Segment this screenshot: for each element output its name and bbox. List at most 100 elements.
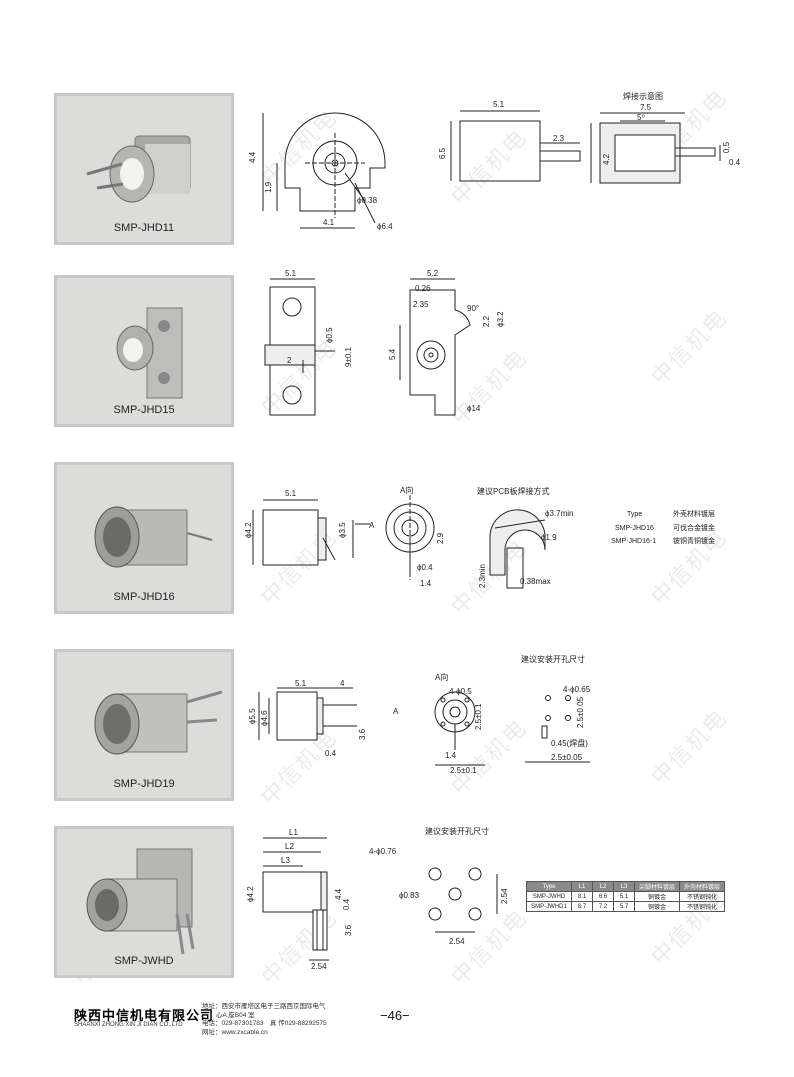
dim-label: ϕ3.7min — [545, 509, 574, 518]
table-cell: 不锈钢钝化 — [679, 901, 725, 912]
dim-label: 2.54 — [500, 888, 509, 904]
dim-label: 2.5±0.1 — [450, 766, 477, 775]
table-header: L3 — [613, 881, 635, 892]
dim-label: 2.3 — [553, 134, 565, 143]
material-table: Type 外壳材料镀层 SMP-JHD16 可伐合金镀金 SMP-JHD16-1… — [611, 509, 715, 545]
dim-label: ϕ14 — [467, 404, 481, 413]
dim-label: 5⁰ — [637, 113, 645, 122]
connector-image — [57, 652, 231, 798]
table-cell: 6.6 — [592, 891, 614, 902]
dim-label: 2.5±0.05 — [551, 753, 583, 762]
dim-label: 4-ϕ0.65 — [563, 685, 591, 694]
product-photo: SMP-JHD11 — [54, 93, 234, 245]
company-name-en: SHAANXI ZHONG XIN JI DIAN CO.,LTD — [74, 1022, 183, 1028]
product-photo: SMP-JHD16 — [54, 462, 234, 614]
dim-label: 5.2 — [427, 269, 439, 278]
drawing-jhd15: 5.1 2 ϕ0.5 9±0.1 5.2 0.26 2.35 90° 2.2 ϕ… — [264, 269, 505, 416]
product-photo: SMP-JHD15 — [54, 275, 234, 427]
watermark: 中信机电 — [646, 704, 732, 790]
dim-label: ϕ1.9 — [541, 533, 557, 542]
web-line: 网址：www.zxcable.cn — [202, 1028, 268, 1036]
dim-label: 2.54 — [449, 937, 465, 946]
table-cell: SMP-JHD16 — [615, 525, 654, 532]
table-cell: SMP-JWHD — [526, 891, 572, 902]
dim-label: ϕ6.4 — [377, 222, 393, 231]
dim-label: 2.3min — [478, 564, 487, 588]
table-cell: 可伐合金镀金 — [673, 523, 715, 532]
pcb-title: 建议PCB板焊接方式 — [477, 486, 549, 496]
dim-label: ϕ4.2 — [244, 522, 253, 538]
dim-label: 0.45(焊盘) — [551, 738, 588, 748]
dim-label: 2.5±0.1 — [474, 703, 483, 730]
table-header: L1 — [571, 881, 593, 892]
connector-image — [57, 829, 231, 975]
table-header: 外壳材料镀层 — [673, 509, 715, 518]
dim-label: 4.4 — [334, 888, 343, 900]
dim-label: 2 — [287, 356, 292, 365]
dim-label: 4 — [340, 679, 345, 688]
mount-title: 建议安装开孔尺寸 — [425, 826, 489, 836]
company-name-cn: 陕西中信机电有限公司 — [74, 1008, 215, 1023]
dim-label: ϕ4.6 — [260, 710, 269, 726]
product-label: SMP-JHD16 — [113, 591, 175, 603]
view-label: A向 — [400, 485, 413, 495]
table-row: SMP-JWHD1 8.7 7.2 5.7 铜镀金 不锈钢钝化 — [526, 901, 725, 912]
dim-label: ϕ0.4 — [417, 563, 433, 572]
dim-label: 5.1 — [493, 100, 505, 109]
dim-label: L1 — [289, 828, 298, 837]
connector-image — [57, 96, 231, 242]
dim-label: 2.5±0.05 — [576, 696, 585, 728]
product-label: SMP-JWHD — [114, 955, 174, 967]
dim-label: 0.4 — [325, 749, 337, 758]
arrow-label: A — [393, 707, 399, 716]
table-cell: 不锈钢钝化 — [679, 891, 725, 902]
contact-block: 地址：西安市雁塔区电子三路西京国际电气 心A 座B04 室 电话：029-873… — [202, 1003, 382, 1037]
product-label: SMP-JHD11 — [113, 222, 175, 234]
spec-table: Type L1 L2 L3 尖脚材料镀层 外壳材料镀层 SMP-JWHD 8.1… — [526, 881, 725, 912]
table-header-row: Type L1 L2 L3 尖脚材料镀层 外壳材料镀层 — [526, 881, 725, 892]
dim-label: 2.35 — [413, 300, 429, 309]
dim-label: 6.5 — [438, 147, 447, 159]
table-cell: SMP-JWHD1 — [526, 901, 572, 912]
dim-label: 2.9 — [436, 532, 445, 544]
table-cell: 铍铜青铜镀金 — [673, 536, 715, 545]
dim-label: 2.2 — [482, 315, 491, 327]
table-header: 尖脚材料镀层 — [634, 881, 680, 892]
dim-label: ϕ3.2 — [496, 311, 505, 327]
product-label: SMP-JHD19 — [113, 778, 175, 790]
dim-label: ϕ0.38 — [357, 196, 378, 205]
dim-label: ϕ0.83 — [399, 891, 420, 900]
dim-label: ϕ3.5 — [338, 522, 347, 538]
drawing-jhd19: 5.1 4 ϕ5.5 ϕ4.6 3.6 0.4 A A向 4-ϕ0.5 2.5±… — [248, 654, 591, 775]
dim-label: 2.54 — [311, 962, 327, 971]
address-line-2: 心A 座B04 室 — [216, 1011, 255, 1019]
product-photo: SMP-JWHD — [54, 826, 234, 978]
dim-label: 0.26 — [415, 284, 431, 293]
drawing-jhd11: 4.4 1.9 4.1 ϕ0.38 ϕ6.4 5.1 2.3 6.5 焊接示意图… — [248, 91, 741, 231]
dim-label: 0.4 — [342, 898, 351, 910]
page-footer: 陕西中信机电有限公司 SHAANXI ZHONG XIN JI DIAN CO.… — [74, 1003, 754, 1043]
connector-image — [57, 465, 231, 611]
product-photo: SMP-JHD19 — [54, 649, 234, 801]
dim-label: 4-ϕ0.5 — [449, 687, 472, 696]
arrow-label: A — [369, 521, 375, 530]
dim-label: 4-ϕ0.76 — [369, 847, 397, 856]
drawing-jwhd: L1 L2 L3 ϕ4.2 4.4 0.4 3.6 2.54 建议安装开孔尺寸 … — [246, 826, 509, 971]
table-cell: 8.7 — [571, 901, 593, 912]
dim-label: 4.2 — [602, 153, 611, 165]
dim-label: 5.4 — [388, 348, 397, 360]
dim-label: 4.1 — [323, 218, 335, 227]
dim-label: ϕ0.5 — [325, 327, 334, 343]
address-line: 地址：西安市雁塔区电子三路西京国际电气 — [202, 1003, 326, 1010]
table-cell: 铜镀金 — [634, 891, 680, 902]
dim-label: 5.1 — [295, 679, 307, 688]
drawing-jhd16: 5.1 ϕ4.2 ϕ3.5 A A向 2.9 ϕ0.4 1.4 建议PCB板焊接… — [244, 485, 715, 589]
dim-label: 5.1 — [285, 269, 297, 278]
table-header: L2 — [592, 881, 614, 892]
table-cell: 8.1 — [571, 891, 593, 902]
table-header: 外壳材料镀层 — [679, 881, 725, 892]
dim-label: L3 — [281, 856, 290, 865]
solder-title: 焊接示意图 — [623, 91, 663, 101]
phone-line: 电话：029-87301783 真 传029-88292575 — [202, 1020, 327, 1027]
dim-label: 4.4 — [248, 151, 257, 163]
